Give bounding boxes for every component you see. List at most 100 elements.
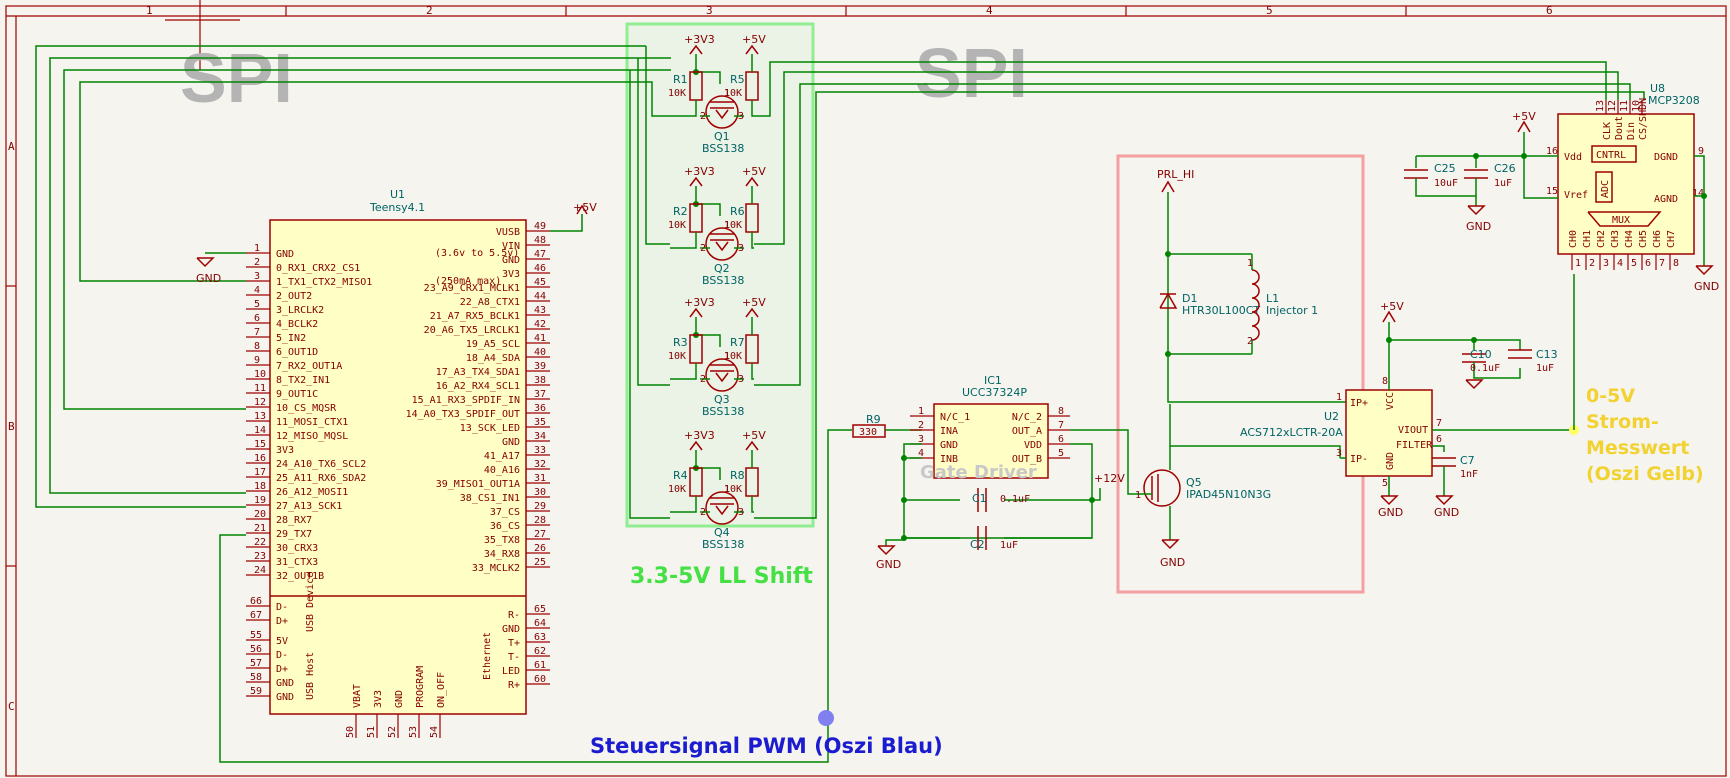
u8-channel-num: 6: [1645, 258, 1651, 269]
teensy-right-pin-name: 18_A4_SDA: [466, 353, 520, 364]
u8-top-pin-num: 10: [1631, 100, 1642, 112]
u8-top-pin-name: CLK: [1602, 122, 1613, 140]
teensy-bottom-pin-num: 51: [366, 726, 377, 738]
ic1-left-pin-name: INB: [940, 454, 958, 465]
u8-channel-name: CH6: [1652, 230, 1663, 248]
u8-ref: U8: [1650, 82, 1665, 95]
teensy-right-pin-num: 27: [534, 529, 546, 540]
ic1-right-pin-name: VDD: [1024, 440, 1042, 451]
teensy-right-pin-name: 14_A0_TX3_SPDIF_OUT: [406, 409, 520, 420]
teensy-eth-pin-num: 64: [534, 618, 546, 629]
teensy-right-pin-name: 36_CS: [490, 521, 520, 532]
resistor-b-ref: R5: [730, 73, 745, 86]
u8-mux: MUX: [1612, 215, 1630, 226]
col-label-6: 6: [1546, 4, 1553, 17]
plus5v-label: +5V: [742, 296, 766, 309]
teensy-left-pin-name: 4_BCLK2: [276, 319, 318, 330]
teensy-right-pin-name: 20_A6_TX5_LRCLK1: [424, 325, 520, 336]
teensy-left-pin-num: 20: [254, 509, 266, 520]
mosfet-value: BSS138: [702, 274, 744, 287]
d1-ref: D1: [1182, 292, 1197, 305]
teensy-left-pin-name: 9_OUT1C: [276, 389, 318, 400]
c25-ref: C25: [1434, 162, 1456, 175]
teensy-right-pin-num: 43: [534, 305, 546, 316]
u8-top-pin-name: Dout: [1614, 116, 1625, 140]
mosfet-drain-pin: 3: [738, 243, 744, 254]
teensy-usbdev-pin-num: 67: [250, 610, 262, 621]
plus5v-label: +5V: [742, 165, 766, 178]
resistor-b-value: 10K: [724, 88, 742, 99]
teensy-u1: U1 Teensy4.1 1GND20_RX1_CRX2_CS131_TX1_C…: [246, 188, 550, 738]
teensy-right-pin-num: 37: [534, 389, 546, 400]
teensy-left-pin-num: 16: [254, 453, 266, 464]
teensy-left-pin-num: 21: [254, 523, 266, 534]
gnd-label-u8-caps: GND: [1466, 220, 1491, 233]
ic1-right-pin-name: N/C_2: [1012, 412, 1042, 423]
teensy-left-pin-name: 28_RX7: [276, 515, 312, 526]
teensy-left-pin-num: 1: [254, 243, 260, 254]
u8-channel-name: CH0: [1568, 230, 1579, 248]
teensy-right-pin-name: 15_A1_RX3_SPDIF_IN: [412, 395, 520, 406]
teensy-eth-pin-num: 65: [534, 604, 546, 615]
teensy-left-pin-num: 5: [254, 299, 260, 310]
mosfet-source-pin: 2: [700, 374, 706, 385]
gnd-label-c7: GND: [1434, 506, 1459, 519]
ic1-right-pin-name: OUT_B: [1012, 454, 1042, 465]
teensy-bottom-pin-num: 53: [408, 726, 419, 738]
mosfet-value: BSS138: [702, 142, 744, 155]
teensy-left-pin-name: 0_RX1_CRX2_CS1: [276, 263, 360, 274]
mosfet-ref: Q2: [714, 262, 730, 275]
u8-channel-name: CH3: [1610, 230, 1621, 248]
c1-value: 0.1uF: [1000, 494, 1030, 505]
ic1-right-pin-num: 7: [1058, 420, 1064, 431]
u8-top-pin-num: 11: [1619, 100, 1630, 112]
teensy-usbhost-pin-name: GND: [276, 692, 294, 703]
teensy-left-pin-name: 3V3: [276, 445, 294, 456]
resistor-b-value: 10K: [724, 351, 742, 362]
u8-channel-num: 5: [1631, 258, 1637, 269]
mosfet-drain-pin: 3: [738, 507, 744, 518]
teensy-left-pin-name: 7_RX2_OUT1A: [276, 361, 342, 372]
ic1-right-pin-num: 6: [1058, 434, 1064, 445]
teensy-right-pin-name: 38_CS1_IN1: [460, 493, 520, 504]
u8-top-pin-name: Din: [1626, 122, 1637, 140]
teensy-left-pin-name: 10_CS_MQSR: [276, 403, 337, 414]
teensy-left-pin-name: 30_CRX3: [276, 543, 318, 554]
l1-value: Injector 1: [1266, 304, 1318, 317]
teensy-right-pin-num: 47: [534, 249, 546, 260]
gate-driver-ic1: IC1 UCC37324P 1N/C_12INA3GND4INB8N/C_27O…: [910, 374, 1070, 483]
teensy-right-pin-num: 31: [534, 473, 546, 484]
teensy-ethernet-label: Ethernet: [482, 632, 493, 680]
plus5v-label: +5V: [742, 33, 766, 46]
col-label-4: 4: [986, 4, 993, 17]
gnd-label-gatedriver: GND: [876, 558, 901, 571]
u8-channel-num: 2: [1589, 258, 1595, 269]
mosfet-gate-pin: 1: [724, 484, 730, 495]
teensy-right-pin-num: 40: [534, 347, 546, 358]
u8-pin-dgnd: 9: [1698, 146, 1704, 157]
q5-value: IPAD45N10N3G: [1186, 488, 1271, 501]
u8-cntrl: CNTRL: [1596, 150, 1626, 161]
teensy-left-pin-name: 32_OUT1B: [276, 571, 324, 582]
gate-driver-wiring: [885, 429, 1144, 546]
u2-gnd: GND: [1385, 452, 1396, 470]
teensy-left-pin-num: 12: [254, 397, 266, 408]
c2-value: 1uF: [1000, 540, 1018, 551]
resistor-a-ref: R3: [673, 336, 688, 349]
r9-resistor: R9 330: [852, 413, 922, 438]
teensy-right-pin-name: 19_A5_SCL: [466, 339, 520, 350]
c10-ref: C10: [1470, 348, 1492, 361]
teensy-eth-pin-name: T-: [508, 652, 520, 663]
c26-ref: C26: [1494, 162, 1516, 175]
r9-value: 330: [859, 427, 877, 438]
teensy-eth-pin-name: R+: [508, 680, 520, 691]
teensy-eth-pin-name: LED: [502, 666, 520, 677]
gnd-label-u8: GND: [1694, 280, 1719, 293]
teensy-left-pin-num: 7: [254, 327, 260, 338]
teensy-left-pin-num: 2: [254, 257, 260, 268]
mosfet-value: BSS138: [702, 405, 744, 418]
teensy-right-pin-num: 44: [534, 291, 546, 302]
teensy-bottom-pin-num: 50: [345, 726, 356, 738]
u8-channel-num: 7: [1659, 258, 1665, 269]
